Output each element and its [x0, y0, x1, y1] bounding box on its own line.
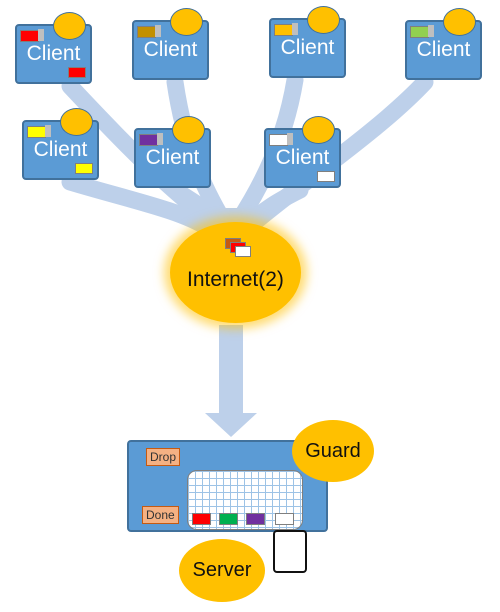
server-arrow-shaft	[219, 325, 243, 415]
packet-icon	[269, 133, 293, 146]
client-circle	[443, 8, 476, 36]
flow-arrow	[61, 173, 217, 237]
client-node: Client	[22, 108, 99, 180]
client-circle	[60, 108, 93, 136]
client-label: Client	[143, 38, 198, 61]
client-label: Client	[280, 36, 335, 59]
client-label: Client	[33, 138, 88, 161]
client-node: Client	[134, 116, 211, 188]
done-slot	[219, 513, 238, 525]
done-slot	[275, 513, 294, 525]
client-label: Client	[275, 146, 330, 169]
guard-oval: Guard	[292, 420, 374, 482]
packet-icon	[20, 29, 44, 42]
server-box: Drop Done	[127, 440, 328, 532]
guard-label: Guard	[305, 440, 361, 462]
flow-arrowhead	[242, 208, 275, 228]
internet-label: Internet(2)	[187, 268, 284, 291]
flow-arrow	[239, 181, 309, 235]
stacked-packet	[68, 67, 86, 78]
stacked-packet	[317, 171, 335, 182]
packet-icon	[274, 23, 298, 36]
packet-icon	[139, 133, 163, 146]
client-circle	[302, 116, 335, 144]
client-label: Client	[416, 38, 471, 61]
client-circle	[53, 12, 86, 40]
done-slot	[246, 513, 265, 525]
output-slot	[273, 530, 307, 573]
done-label: Done	[142, 506, 179, 524]
client-circle	[307, 6, 340, 34]
server-arrowhead	[205, 413, 257, 437]
client-label: Client	[26, 42, 81, 65]
stacked-packet	[75, 163, 93, 174]
internet-packet	[235, 246, 251, 257]
packet-icon	[410, 25, 434, 38]
client-node: Client	[269, 6, 346, 78]
client-node: Client	[132, 8, 209, 80]
client-node: Client	[15, 12, 92, 84]
server-label: Server	[192, 559, 252, 581]
client-label: Client	[145, 146, 200, 169]
client-node: Client	[405, 8, 482, 80]
client-circle	[170, 8, 203, 36]
client-circle	[172, 116, 205, 144]
packet-icon	[137, 25, 161, 38]
internet-node: Internet(2)	[170, 222, 301, 323]
client-node: Client	[264, 116, 341, 188]
packet-icon	[27, 125, 51, 138]
drop-label: Drop	[146, 448, 181, 466]
server-oval: Server	[179, 539, 265, 602]
done-slot	[192, 513, 211, 525]
